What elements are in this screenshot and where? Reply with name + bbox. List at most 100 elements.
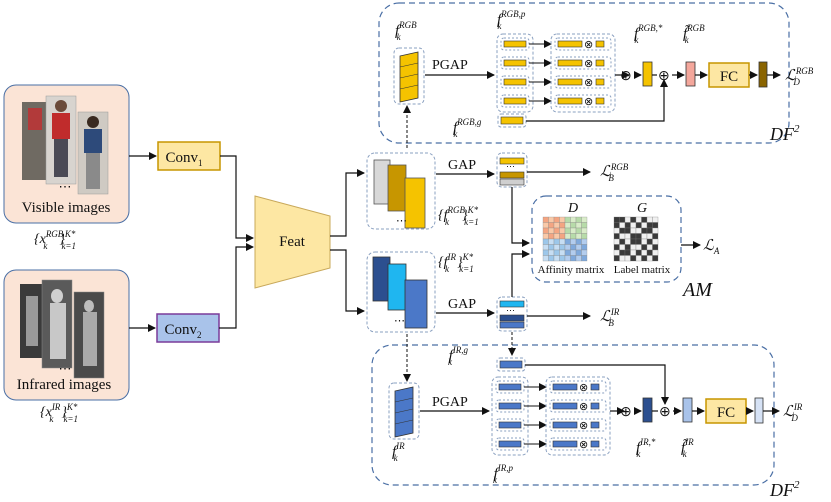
- weight-group-frame: [550, 33, 616, 113]
- label-cell: [635, 216, 642, 223]
- ir-feature-maps: ⋯: [366, 251, 436, 333]
- ir-fset-rsup: K*: [462, 252, 474, 262]
- affinity-cell: [542, 249, 549, 256]
- part-vector: [503, 40, 527, 48]
- gap-bottom-dots: ⋯: [506, 305, 515, 315]
- weight-scalar: [595, 59, 605, 67]
- la-base: ℒ: [703, 238, 715, 254]
- ir-fk-base: f: [392, 444, 398, 460]
- affinity-cell: [548, 227, 555, 234]
- affinity-cell: [553, 249, 560, 256]
- label-cell: [652, 233, 659, 240]
- ir-set-sup: IR: [51, 402, 61, 412]
- ir-set-rsup: K*: [66, 402, 78, 412]
- weight-cell: [554, 94, 612, 108]
- conv2-box: Conv2: [156, 313, 220, 343]
- label-cell: [646, 238, 653, 245]
- ir-fktilde-base: f̃: [681, 439, 688, 456]
- gap-top-dots: ⋯: [506, 161, 515, 171]
- times-symbol: ⊗: [584, 58, 593, 70]
- label-cell: [641, 222, 648, 229]
- affinity-cell: [542, 244, 549, 251]
- fc-rgb-box: FC: [708, 62, 750, 88]
- affinity-cell: [559, 222, 566, 229]
- weight-vector: [557, 78, 583, 86]
- affinity-cell: [570, 222, 577, 229]
- affinity-cell: [553, 216, 560, 223]
- affinity-cell: [553, 222, 560, 229]
- loss-la: ℒA: [703, 238, 720, 256]
- label-cell: [652, 238, 659, 245]
- rgb-pgap-label: PGAP: [432, 58, 468, 73]
- label-cell: [652, 227, 659, 234]
- conv2-label: Conv: [164, 322, 197, 338]
- affinity-cell: [548, 216, 555, 223]
- ir-fkstar-base: f: [636, 440, 642, 456]
- label-matrix: [613, 216, 659, 262]
- infrared-images-panel: ⋯ Infrared images: [3, 269, 130, 401]
- times-symbol: ⊗: [579, 382, 588, 394]
- feat-label: Feat: [279, 234, 306, 250]
- weight-vector: [557, 97, 583, 105]
- weight-scalar: [590, 402, 600, 410]
- affinity-cell: [570, 244, 577, 251]
- label-cell: [641, 255, 648, 262]
- affinity-cell: [559, 249, 566, 256]
- weight-group-frame: [545, 376, 611, 456]
- affinity-cell: [570, 238, 577, 245]
- label-cell: [613, 233, 620, 240]
- lb-ir-sub: B: [608, 318, 614, 328]
- lb-ir-base: ℒ: [600, 309, 612, 325]
- label-cell: [619, 255, 626, 262]
- ir-fk-sup: IR: [395, 441, 405, 451]
- arrow-conv2-to-feat: [219, 243, 254, 329]
- label-cell: [652, 222, 659, 229]
- rgb-fkp-sub: k: [497, 21, 502, 31]
- label-cell: [624, 249, 631, 256]
- ir-part-weights: ⊗⊗⊗⊗: [545, 376, 625, 456]
- weight-cell: [554, 56, 612, 70]
- label-cell: [646, 244, 653, 251]
- ir-maps-dots: ⋯: [394, 315, 405, 327]
- affinity-cell: [564, 244, 571, 251]
- label-cell: [619, 244, 626, 251]
- affinity-matrix-label: Affinity matrix: [538, 264, 605, 276]
- feat-block: Feat: [254, 195, 331, 289]
- label-cell: [635, 233, 642, 240]
- part-vector: [503, 78, 527, 86]
- rgb-fkp-base: f: [497, 12, 503, 28]
- affinity-cell: [575, 255, 582, 262]
- affinity-cell: [564, 227, 571, 234]
- dots-infrared: ⋯: [59, 361, 72, 376]
- label-cell: [630, 238, 637, 245]
- affinity-cell: [570, 227, 577, 234]
- weight-cell: [549, 399, 607, 413]
- ir-fkp-sub: k: [493, 475, 498, 485]
- visible-set-rsup: K*: [64, 229, 76, 239]
- rgb-fset-rsup: K*: [467, 205, 479, 215]
- fc-ir-label: FC: [717, 405, 735, 421]
- ld-ir-base: ℒ: [783, 404, 795, 420]
- rgb-fktilde-sub: k: [685, 35, 690, 45]
- rgb-fk-sup: RGB: [398, 20, 417, 30]
- df2-ir-sup: 2: [794, 479, 800, 491]
- rgb-fset-sup: RGB: [447, 205, 466, 215]
- rgb-fkg-sub: k: [453, 129, 458, 139]
- ir-plus-1: ⊕: [620, 405, 632, 420]
- visible-set-sup: RGB: [45, 229, 64, 239]
- affinity-cell: [542, 216, 549, 223]
- label-cell: [646, 249, 653, 256]
- ir-set-sub: k: [49, 414, 54, 424]
- rgb-fset-rsub: k=1: [464, 217, 479, 227]
- weight-vector: [552, 421, 578, 429]
- label-cell: [646, 227, 653, 234]
- weight-scalar: [595, 97, 605, 105]
- visible-set-close: }: [59, 232, 65, 247]
- rgb-fktilde-base: f̃: [683, 25, 690, 42]
